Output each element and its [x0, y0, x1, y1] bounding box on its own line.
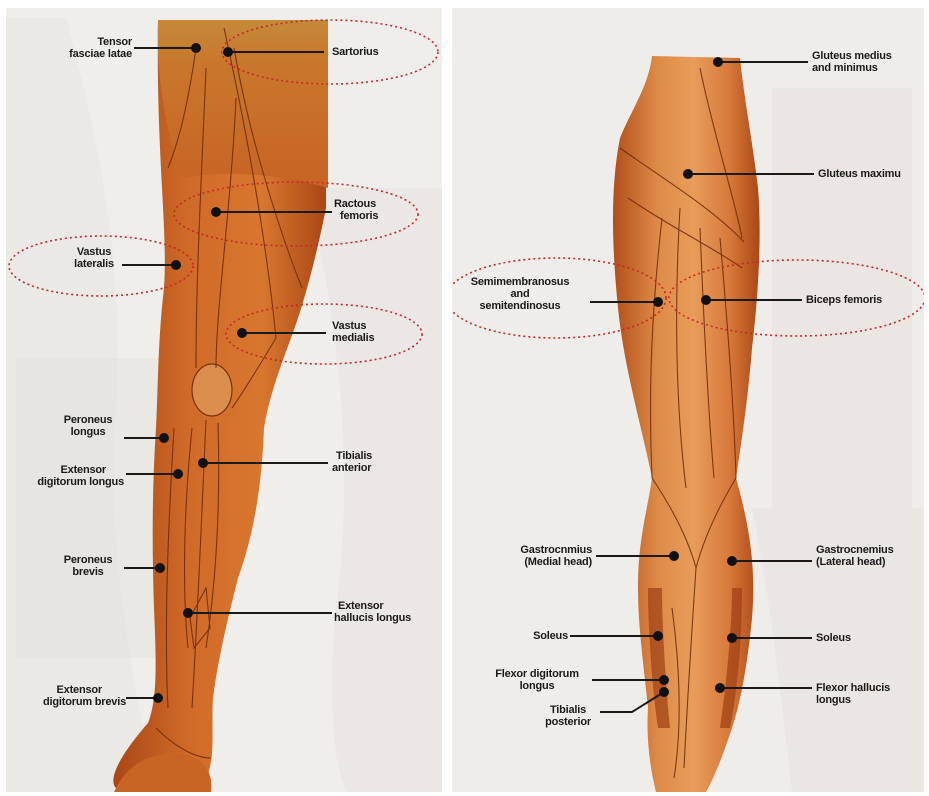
soleus-right-label: Soleus: [816, 632, 851, 644]
soleus-left-dot: [653, 631, 663, 641]
gluteus-maximus-label: Gluteus maximu: [818, 168, 901, 180]
flexor-hallucis-dot: [715, 683, 725, 693]
anterior-view-panel: Tensor fasciae latae Sartorius Ractous f…: [6, 8, 442, 792]
label-line: Extensor: [8, 464, 124, 476]
semimembranosus-label: Semimembranosus and semitendinosus: [454, 276, 586, 312]
label-line: Tensor: [46, 36, 132, 48]
label-line: Tibialis: [536, 704, 600, 716]
tibialis-anterior-label: Tibialis anterior: [332, 450, 372, 474]
gluteus-maximus-dot: [683, 169, 693, 179]
semimembranosus-dot: [653, 297, 663, 307]
extensor-dig-longus-dot: [173, 469, 183, 479]
vastus-lateralis-dot: [171, 260, 181, 270]
label-line: lateralis: [64, 258, 124, 270]
label-line: Extensor: [10, 684, 126, 696]
peroneus-longus-dot: [159, 433, 169, 443]
extensor-digitorum-longus-label: Extensor digitorum longus: [8, 464, 124, 488]
label-line: (Lateral head): [816, 556, 893, 568]
label-line: (Medial head): [488, 556, 592, 568]
label-line: Sartorius: [332, 46, 379, 58]
tibialis-posterior-dot: [659, 687, 669, 697]
label-line: longus: [482, 680, 592, 692]
label-line: Vastus: [64, 246, 124, 258]
rectus-dot: [211, 207, 221, 217]
label-line: and: [454, 288, 586, 300]
label-line: Peroneus: [52, 414, 124, 426]
posterior-view-panel: Gluteus medius and minimus Gluteus maxim…: [452, 8, 924, 792]
label-line: femoris: [334, 210, 378, 222]
extensor-hallucis-dot: [183, 608, 193, 618]
extensor-hallucis-longus-label: Extensor hallucis longus: [334, 600, 411, 624]
vastus-medialis-dot: [237, 328, 247, 338]
label-line: Semimembranosus: [454, 276, 586, 288]
extensor-digitorum-brevis-label: Extensor digitorum brevis: [10, 684, 126, 708]
label-line: Gluteus medius: [812, 50, 892, 62]
gastroc-medial-dot: [669, 551, 679, 561]
biceps-femoris-dot: [701, 295, 711, 305]
label-line: posterior: [536, 716, 600, 728]
vastus-lateralis-label: Vastus lateralis: [64, 246, 124, 270]
label-line: Soleus: [512, 630, 568, 642]
label-line: digitorum longus: [8, 476, 124, 488]
vastus-medialis-label: Vastus medialis: [332, 320, 374, 344]
biceps-femoris-label: Biceps femoris: [806, 294, 882, 306]
peroneus-brevis-dot: [155, 563, 165, 573]
gastrocnemius-lateral-label: Gastrocnemius (Lateral head): [816, 544, 893, 568]
label-line: Ractous: [334, 198, 378, 210]
tensor-dot: [191, 43, 201, 53]
label-line: longus: [816, 694, 890, 706]
label-line: Extensor: [334, 600, 411, 612]
sartorius-label: Sartorius: [332, 46, 379, 58]
label-line: Vastus: [332, 320, 374, 332]
label-line: Flexor hallucis: [816, 682, 890, 694]
label-line: Tibialis: [332, 450, 372, 462]
label-line: Gastrocnemius: [816, 544, 893, 556]
tibialis-posterior-label: Tibialis posterior: [536, 704, 600, 728]
label-line: Gluteus maximu: [818, 168, 901, 180]
extensor-dig-brevis-dot: [153, 693, 163, 703]
flexor-hallucis-longus-label: Flexor hallucis longus: [816, 682, 890, 706]
soleus-right-dot: [727, 633, 737, 643]
label-line: Flexor digitorum: [482, 668, 592, 680]
label-line: medialis: [332, 332, 374, 344]
gluteus-medius-dot: [713, 57, 723, 67]
label-line: Peroneus: [52, 554, 124, 566]
label-line: fasciae latae: [46, 48, 132, 60]
sartorius-dot: [223, 47, 233, 57]
rectus-femoris-label: Ractous femoris: [334, 198, 378, 222]
tibialis-anterior-dot: [198, 458, 208, 468]
label-line: semitendinosus: [454, 300, 586, 312]
tensor-fasciae-latae-label: Tensor fasciae latae: [46, 36, 132, 60]
soleus-left-label: Soleus: [512, 630, 568, 642]
peroneus-longus-label: Peroneus longus: [52, 414, 124, 438]
label-line: Biceps femoris: [806, 294, 882, 306]
flexor-digitorum-dot: [659, 675, 669, 685]
gluteus-medius-label: Gluteus medius and minimus: [812, 50, 892, 74]
label-line: longus: [52, 426, 124, 438]
peroneus-brevis-label: Peroneus brevis: [52, 554, 124, 578]
gastroc-lateral-dot: [727, 556, 737, 566]
label-line: hallucis longus: [334, 612, 411, 624]
flexor-digitorum-longus-label: Flexor digitorum longus: [482, 668, 592, 692]
gastrocnemius-medial-label: Gastrocnmius (Medial head): [488, 544, 592, 568]
label-line: Gastrocnmius: [488, 544, 592, 556]
label-line: Soleus: [816, 632, 851, 644]
label-line: anterior: [332, 462, 372, 474]
label-line: digitorum brevis: [10, 696, 126, 708]
label-line: and minimus: [812, 62, 892, 74]
label-line: brevis: [52, 566, 124, 578]
anterior-leg-illustration: [6, 8, 442, 792]
